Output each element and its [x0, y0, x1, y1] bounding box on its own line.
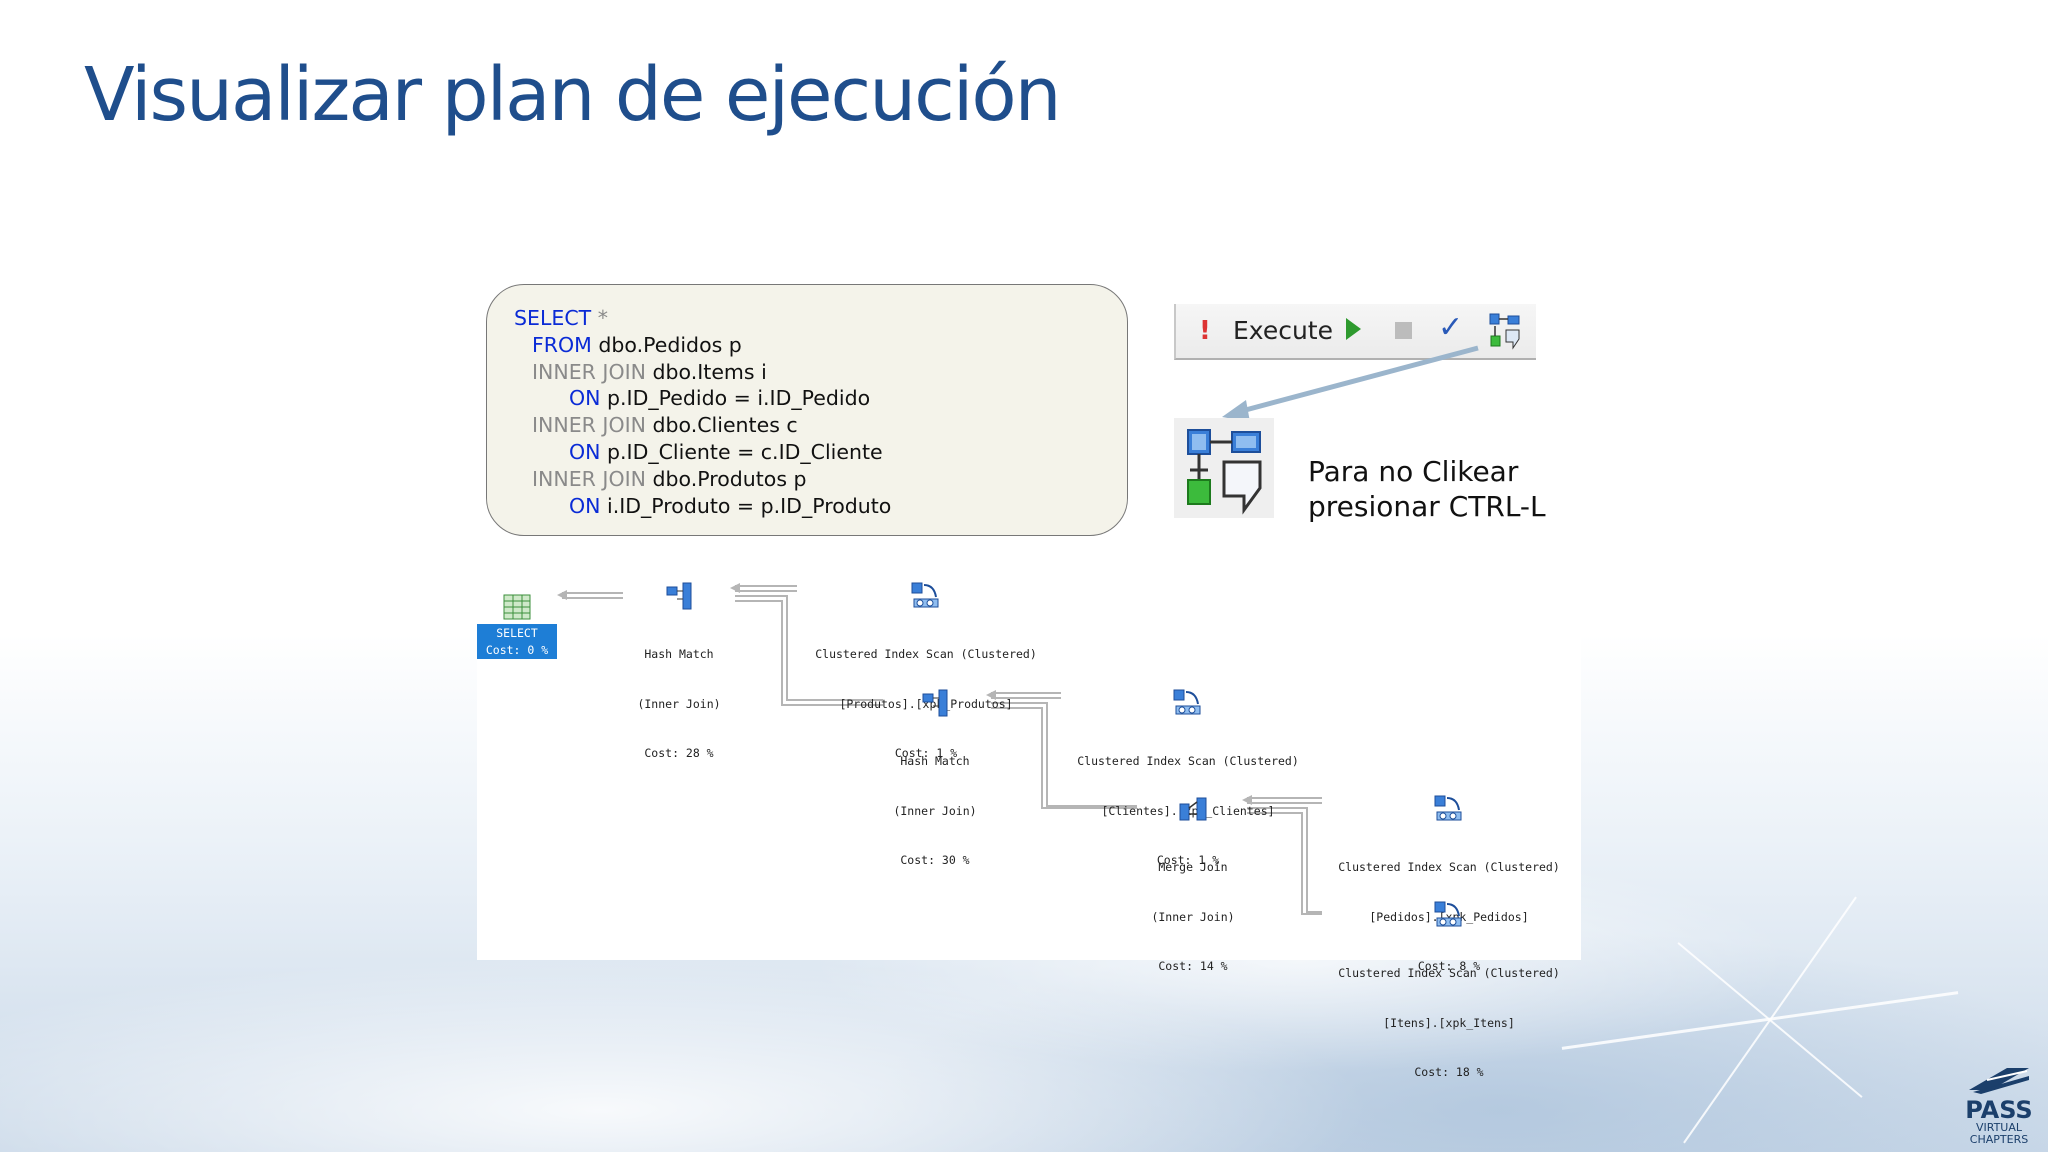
plan-select-node[interactable]: SELECT Cost: 0 %	[477, 592, 557, 659]
stop-icon[interactable]	[1395, 322, 1412, 339]
select-table-icon	[503, 594, 531, 620]
sql-gray: INNER JOIN	[532, 466, 646, 491]
node-cost: Cost: 8 %	[1417, 959, 1481, 973]
sql-keyword: ON	[569, 493, 601, 518]
node-subtype: (Inner Join)	[893, 803, 977, 818]
sql-text: dbo.Pedidos p	[591, 332, 742, 357]
node-name: Clustered Index Scan (Clustered)	[1338, 966, 1560, 980]
display-estimated-plan-large-icon	[1174, 418, 1274, 518]
display-estimated-plan-icon[interactable]	[1488, 312, 1522, 350]
node-name: Clustered Index Scan (Clustered)	[815, 647, 1037, 661]
hash-match-icon	[922, 689, 948, 717]
logo-name: PASS	[1965, 1096, 2033, 1124]
sql-line-1: SELECT *	[514, 305, 1127, 332]
sql-line-2: FROM dbo.Pedidos p	[514, 332, 1127, 359]
pass-logo: PASS VIRTUAL CHAPTERS	[1964, 1066, 2034, 1146]
node-subtype: [Itens].[xpk_Itens]	[1383, 1015, 1515, 1030]
sql-line-4: ON p.ID_Pedido = i.ID_Pedido	[514, 385, 1127, 412]
clustered-index-scan-icon	[1434, 795, 1462, 821]
plan-node-scan-clientes[interactable]: Clustered Index Scan (Clustered) [Client…	[1059, 655, 1317, 902]
sql-text: p.ID_Pedido = i.ID_Pedido	[600, 386, 871, 411]
logo-line-2: CHAPTERS	[1969, 1133, 2029, 1146]
sql-keyword: FROM	[532, 332, 592, 357]
hash-match-icon	[666, 582, 692, 610]
sql-text: i.ID_Produto = p.ID_Produto	[600, 493, 892, 518]
node-cost: Cost: 1 %	[1156, 853, 1220, 867]
sql-gray: INNER JOIN	[532, 359, 646, 384]
node-subtype: (Inner Join)	[1151, 909, 1235, 924]
node-subtype: [Pedidos].[xpk_Pedidos]	[1369, 909, 1529, 924]
sql-text: p.ID_Cliente = c.ID_Cliente	[600, 439, 883, 464]
execute-button[interactable]: Execute	[1233, 316, 1333, 345]
clustered-index-scan-icon	[911, 582, 939, 608]
sql-line-6: ON p.ID_Cliente = c.ID_Cliente	[514, 439, 1127, 466]
hint-line-2: presionar CTRL-L	[1308, 490, 1546, 523]
node-name: Clustered Index Scan (Clustered)	[1338, 860, 1560, 874]
sql-gray: INNER JOIN	[532, 413, 646, 438]
node-name: Hash Match	[644, 647, 714, 661]
sql-text: dbo.Items i	[646, 359, 767, 384]
node-cost: Cost: 30 %	[900, 853, 970, 867]
plan-node-scan-pedidos[interactable]: Clustered Index Scan (Clustered) [Pedido…	[1320, 761, 1578, 1008]
plan-node-scan-itens[interactable]: Clustered Index Scan (Clustered) [Itens]…	[1320, 867, 1578, 1114]
sql-line-7: INNER JOIN dbo.Produtos p	[514, 466, 1127, 493]
execution-plan-diagram: SELECT Cost: 0 % Hash Match (Inner Join)…	[477, 548, 1581, 1079]
sql-text: dbo.Produtos p	[646, 466, 807, 491]
select-cost: Cost: 0 %	[485, 642, 549, 657]
select-op: SELECT	[496, 626, 538, 640]
sql-line-5: INNER JOIN dbo.Clientes c	[514, 412, 1127, 439]
clustered-index-scan-icon	[1173, 689, 1201, 715]
node-cost: Cost: 14 %	[1158, 959, 1228, 973]
plan-node-hash-match-2[interactable]: Hash Match (Inner Join) Cost: 30 %	[879, 655, 991, 902]
node-cost: Cost: 18 %	[1414, 1065, 1484, 1079]
check-icon[interactable]: ✓	[1438, 310, 1464, 345]
slide-title: Visualizar plan de ejecución	[84, 52, 1062, 138]
ssms-toolbar: ! Execute ✓	[1174, 304, 1536, 360]
sql-keyword: ON	[569, 386, 601, 411]
clustered-index-scan-icon	[1434, 901, 1462, 927]
sql-line-3: INNER JOIN dbo.Items i	[514, 359, 1127, 386]
exclamation-icon[interactable]: !	[1199, 316, 1211, 346]
sql-text: dbo.Clientes c	[646, 413, 798, 438]
plan-node-hash-match-1[interactable]: Hash Match (Inner Join) Cost: 28 %	[623, 548, 735, 795]
node-cost: Cost: 28 %	[644, 746, 714, 760]
hint-line-1: Para no Clikear	[1308, 455, 1519, 488]
node-subtype: (Inner Join)	[637, 696, 721, 711]
sql-gray: *	[591, 306, 608, 330]
sql-keyword: SELECT	[514, 306, 592, 330]
node-name: Merge Join	[1158, 860, 1228, 874]
plan-connectors	[557, 583, 1322, 915]
node-cost: Cost: 1 %	[894, 746, 958, 760]
sql-query-box: SELECT * FROM dbo.Pedidos p INNER JOIN d…	[486, 284, 1128, 536]
play-icon[interactable]	[1346, 318, 1361, 340]
select-label: SELECT Cost: 0 %	[477, 624, 557, 659]
sql-keyword: ON	[569, 439, 601, 464]
plan-node-scan-produtos[interactable]: Clustered Index Scan (Clustered) [Produt…	[797, 548, 1055, 795]
node-name: Hash Match	[900, 754, 970, 768]
node-subtype: [Produtos].[xpk_Produtos]	[839, 696, 1013, 711]
plan-node-merge-join[interactable]: Merge Join (Inner Join) Cost: 14 %	[1137, 761, 1249, 1008]
pass-logo-mark	[1969, 1068, 2029, 1094]
sql-line-8: ON i.ID_Produto = p.ID_Produto	[514, 493, 1127, 520]
node-name: Clustered Index Scan (Clustered)	[1077, 754, 1299, 768]
logo-line-1: VIRTUAL	[1975, 1121, 2023, 1134]
shortcut-hint: Para no Clikear presionar CTRL-L	[1308, 454, 1546, 524]
merge-join-icon	[1179, 797, 1207, 821]
